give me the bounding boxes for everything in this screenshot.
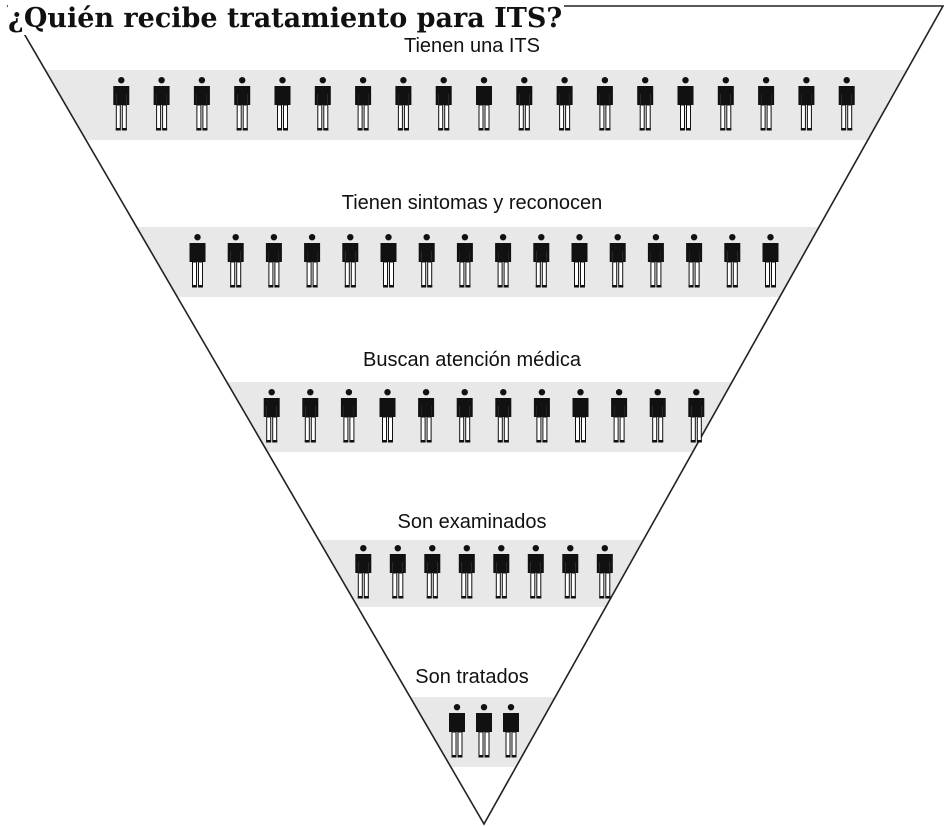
level-label-5: Son tratados: [415, 666, 529, 688]
level-label-3: Buscan atención médica: [363, 349, 581, 371]
level-label-2: Tienen sintomas y reconocen: [341, 192, 603, 214]
page-title: ¿Quién recibe tratamiento para ITS?: [8, 3, 565, 35]
level-label-4: Son examinados: [397, 511, 547, 533]
level-band-5: [8, 697, 943, 767]
level-label-1: Tienen una ITS: [403, 35, 540, 57]
